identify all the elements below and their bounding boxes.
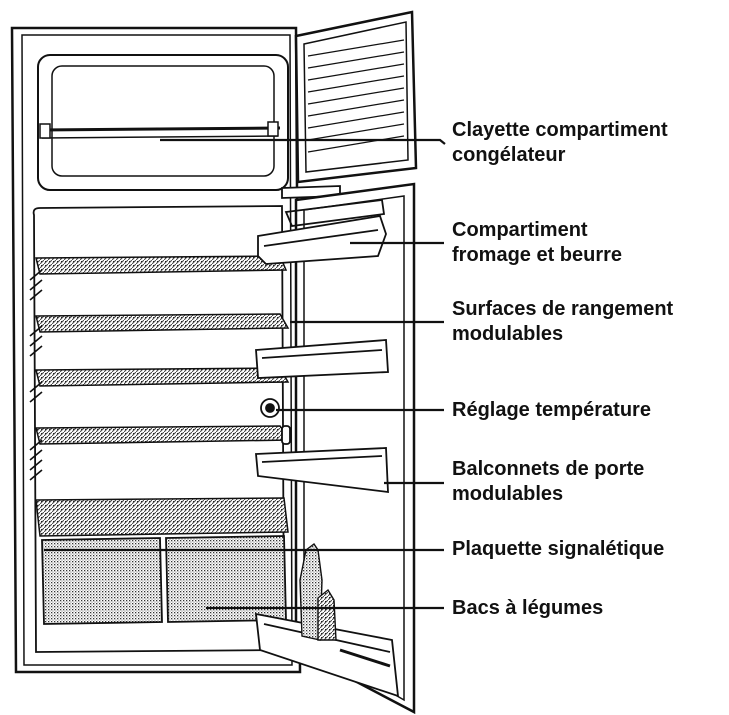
door-balconies bbox=[254, 339, 400, 698]
fridge-door bbox=[294, 182, 416, 715]
label-vegetable-bins: Bacs à légumes bbox=[452, 596, 603, 621]
cheese-butter-compartment bbox=[257, 198, 387, 265]
label-storage-surfaces: Surfaces de rangement modulables bbox=[452, 297, 673, 347]
label-freezer-shelf: Clayette compartiment congélateur bbox=[452, 118, 668, 168]
leader-lines bbox=[44, 138, 446, 610]
label-door-balconies: Balconnets de porte modulables bbox=[452, 457, 644, 507]
freezer-door bbox=[294, 10, 418, 184]
label-line: fromage et beurre bbox=[452, 244, 623, 266]
label-line: Surfaces de rangement bbox=[452, 298, 674, 320]
label-line: Bacs à légumes bbox=[452, 597, 604, 619]
label-cheese-butter: Compartiment fromage et beurre bbox=[452, 218, 622, 268]
label-line: congélateur bbox=[452, 144, 566, 166]
label-rating-plate: Plaquette signalétique bbox=[452, 537, 664, 562]
vegetable-bins bbox=[41, 535, 287, 625]
label-temperature: Réglage température bbox=[452, 398, 651, 423]
label-line: Plaquette signalétique bbox=[452, 538, 665, 560]
temperature-knob bbox=[260, 398, 291, 445]
leader-freezer-shelf bbox=[160, 138, 446, 145]
label-line: Réglage température bbox=[452, 399, 651, 421]
shelf-rails bbox=[29, 269, 43, 481]
label-line: Clayette compartiment bbox=[452, 119, 668, 141]
label-line: modulables bbox=[452, 323, 564, 345]
freezer-compartment bbox=[37, 54, 289, 191]
label-line: Balconnets de porte bbox=[452, 458, 645, 480]
label-line: Compartiment bbox=[452, 219, 588, 241]
bottles bbox=[299, 542, 337, 641]
label-line: modulables bbox=[452, 483, 564, 505]
